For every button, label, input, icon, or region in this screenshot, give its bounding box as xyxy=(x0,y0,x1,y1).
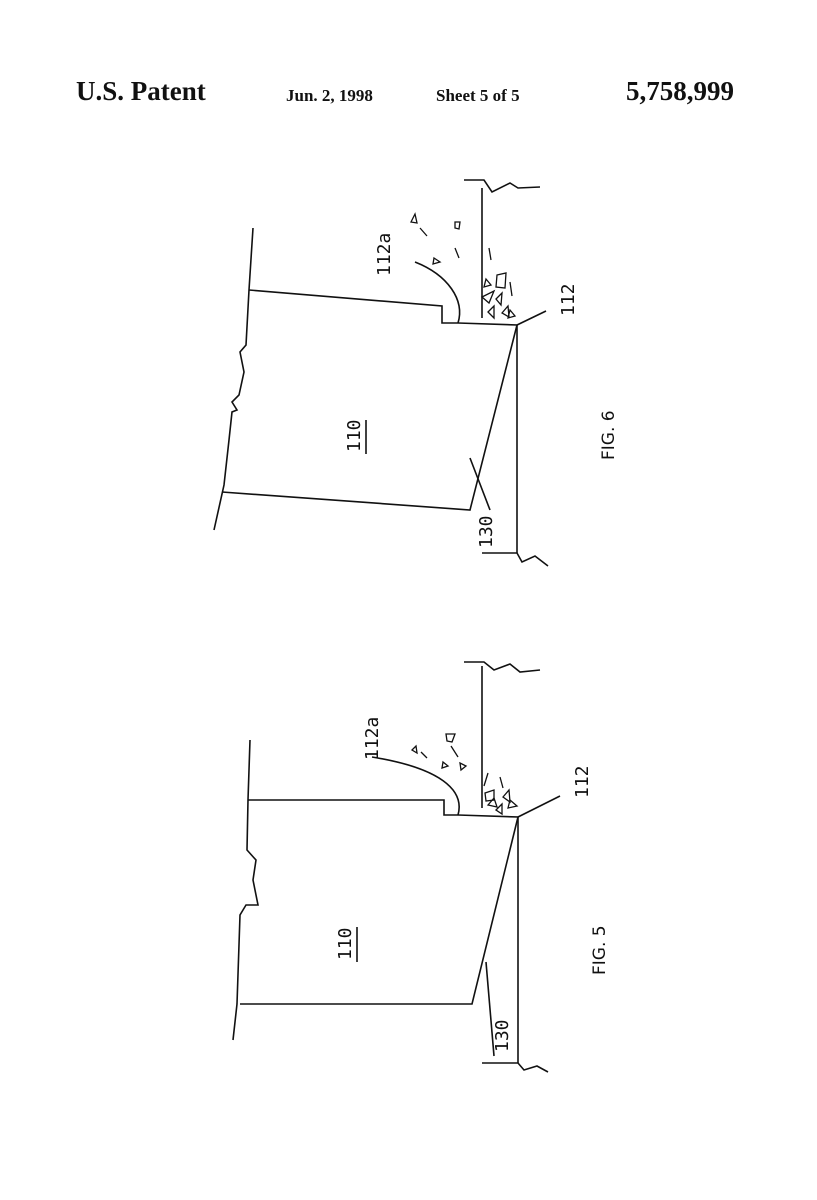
patent-date: Jun. 2, 1998 xyxy=(286,86,373,105)
fig5-ref-110: 110 xyxy=(335,927,356,960)
fig6-leader-130 xyxy=(469,457,491,511)
fig6-ref-112: 112 xyxy=(558,283,579,316)
fig6-chip-fragments xyxy=(410,212,517,320)
fig6-workpiece-break-top xyxy=(464,179,541,194)
sheet-number: Sheet 5 of 5 xyxy=(436,86,520,105)
fig5-ref-112: 112 xyxy=(572,765,593,798)
fig6-ref-130: 130 xyxy=(476,515,497,548)
fig6-leader-112 xyxy=(516,310,547,326)
patent-number: 5,758,999 xyxy=(626,76,734,106)
patent-header-title: U.S. Patent xyxy=(76,76,206,106)
fig6-break-line xyxy=(213,227,254,531)
fig5-caption: FIG. 5 xyxy=(590,925,610,975)
fig6-ref-112a: 112a xyxy=(374,233,395,276)
fig5-chip-curve xyxy=(371,756,460,816)
fig5-workpiece-break-top xyxy=(464,661,541,673)
fig5-workpiece-break-bottom xyxy=(482,1062,549,1073)
fig5-ref-130: 130 xyxy=(492,1019,513,1052)
fig6-workpiece-break-bottom xyxy=(482,552,549,567)
fig6-tool-body xyxy=(221,289,519,511)
figure-6: 112a 112 110 130 FIG. 6 xyxy=(213,179,619,567)
fig6-caption: FIG. 6 xyxy=(599,410,619,460)
fig6-ref-110: 110 xyxy=(344,419,365,452)
fig5-tool-body xyxy=(240,799,520,1005)
fig5-ref-112a: 112a xyxy=(362,717,383,760)
fig5-chip-fragments xyxy=(410,733,519,816)
fig5-leader-112 xyxy=(517,795,561,818)
figure-5: 112a 112 110 130 FIG. 5 xyxy=(232,661,610,1073)
fig5-leader-130 xyxy=(485,961,495,1057)
fig6-chip-curve xyxy=(414,261,461,324)
fig5-break-line xyxy=(232,739,259,1041)
